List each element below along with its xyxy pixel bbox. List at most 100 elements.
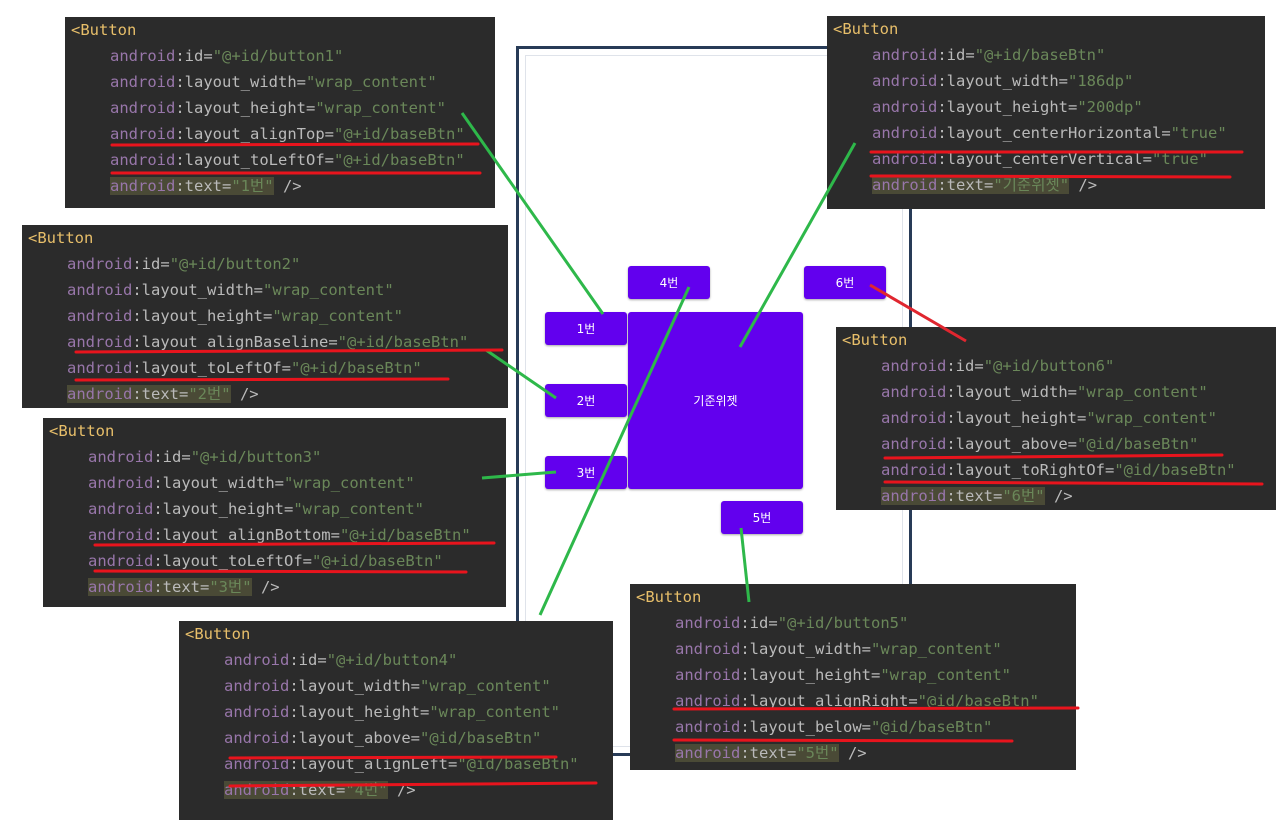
code-namespace: android	[67, 385, 133, 403]
code-equals: =	[181, 448, 191, 466]
code-tag-line: <Button	[185, 625, 251, 643]
code-namespace: android	[675, 692, 741, 710]
button-3[interactable]: 3번	[545, 456, 627, 489]
code-namespace: android	[88, 578, 154, 596]
code-attribute: layout_toRightOf	[955, 461, 1105, 479]
button-1[interactable]: 1번	[545, 312, 627, 345]
code-colon: :	[289, 703, 299, 721]
code-attribute: text	[946, 176, 984, 194]
code-equals: =	[324, 151, 334, 169]
code-attribute: text	[141, 385, 179, 403]
code-line: android:layout_alignTop="@+id/baseBtn"	[110, 121, 465, 147]
code-line: android:layout_above="@id/baseBtn"	[224, 725, 541, 751]
code-attribute: layout_toLeftOf	[162, 552, 303, 570]
code-namespace: android	[224, 729, 290, 747]
code-colon: :	[175, 177, 185, 195]
code-line: android:text="3번" />	[88, 574, 280, 600]
code-attribute: text	[749, 744, 787, 762]
button-5[interactable]: 5번	[721, 501, 803, 534]
code-attribute: layout_above	[298, 729, 411, 747]
code-attribute: text	[162, 578, 200, 596]
code-value: "@+id/baseBtn"	[291, 359, 422, 377]
code-value: "@+id/button6"	[983, 357, 1115, 375]
code-equals: =	[974, 357, 984, 375]
code-value: "3번"	[209, 578, 252, 596]
button-6[interactable]: 6번	[804, 266, 886, 299]
code-colon: :	[937, 98, 947, 116]
code-line: android:text="6번" />	[881, 483, 1073, 509]
code-equals: =	[1068, 98, 1078, 116]
code-equals: =	[908, 692, 918, 710]
code-line: android:layout_height="wrap_content"	[675, 662, 1011, 688]
code-value: "@+id/baseBtn"	[312, 552, 443, 570]
code-equals: =	[965, 46, 975, 64]
code-equals: =	[179, 385, 189, 403]
code-namespace: android	[881, 487, 947, 505]
code-equals: =	[1142, 150, 1152, 168]
code-line: android:layout_width="wrap_content"	[881, 379, 1208, 405]
code-namespace: android	[872, 124, 938, 142]
code-colon: :	[740, 692, 750, 710]
code-namespace: android	[675, 614, 741, 632]
button-2[interactable]: 2번	[545, 384, 627, 417]
code-equals: =	[306, 99, 316, 117]
code-tag-end: />	[230, 385, 259, 403]
code-equals: =	[222, 177, 232, 195]
code-attribute: layout_width	[141, 281, 254, 299]
button-4[interactable]: 4번	[628, 266, 710, 299]
code-equals: =	[253, 281, 263, 299]
code-equals: =	[420, 703, 430, 721]
code-attribute: layout_height	[298, 703, 420, 721]
code-colon: :	[153, 474, 163, 492]
code-colon: :	[175, 125, 185, 143]
code-namespace: android	[872, 98, 938, 116]
code-namespace: android	[88, 474, 154, 492]
code-colon: :	[946, 357, 956, 375]
code-tag-end: />	[838, 744, 867, 762]
code-line: android:layout_width="wrap_content"	[224, 673, 551, 699]
code-colon: :	[132, 307, 142, 325]
code-line: android:layout_alignLeft="@id/baseBtn"	[224, 751, 579, 777]
code-value: "wrap_content"	[429, 703, 560, 721]
code-value: "@id/baseBtn"	[1077, 435, 1199, 453]
code-equals: =	[160, 255, 170, 273]
code-value: "wrap_content"	[306, 73, 437, 91]
code-attribute: id	[749, 614, 769, 632]
code-colon: :	[946, 383, 956, 401]
code-attribute: text	[955, 487, 993, 505]
code-equals: =	[984, 176, 994, 194]
code-value: "wrap_content"	[263, 281, 394, 299]
code-line: android:layout_toLeftOf="@+id/baseBtn"	[67, 355, 422, 381]
code-value: "4번"	[345, 781, 388, 799]
code-colon: :	[740, 640, 750, 658]
code-tag-end: />	[1044, 487, 1073, 505]
code-line: android:layout_height="wrap_content"	[88, 496, 424, 522]
code-namespace: android	[110, 73, 176, 91]
base-button[interactable]: 기준위젯	[628, 312, 803, 489]
code-attribute: layout_alignRight	[749, 692, 909, 710]
code-line: android:id="@+id/button3"	[88, 444, 321, 470]
code-colon: :	[289, 677, 299, 695]
code-line: android:id="@+id/button5"	[675, 610, 908, 636]
code-equals: =	[768, 614, 778, 632]
code-attribute: layout_height	[162, 500, 284, 518]
code-namespace: android	[881, 461, 947, 479]
code-equals: =	[281, 359, 291, 377]
code-colon: :	[946, 409, 956, 427]
code-colon: :	[153, 500, 163, 518]
code-equals: =	[336, 781, 346, 799]
code-attribute: layout_height	[749, 666, 871, 684]
code-line: android:layout_above="@id/baseBtn"	[881, 431, 1198, 457]
code-tag-line: <Button	[49, 422, 115, 440]
code-value: "@+id/baseBtn"	[974, 46, 1106, 64]
code-value: "@id/baseBtn"	[457, 755, 579, 773]
code-value: "wrap_content"	[272, 307, 403, 325]
code-line: android:id="@+id/button2"	[67, 251, 300, 277]
code-colon: :	[132, 359, 142, 377]
code-equals: =	[1058, 72, 1068, 90]
code-attribute: layout_alignBottom	[162, 526, 331, 544]
